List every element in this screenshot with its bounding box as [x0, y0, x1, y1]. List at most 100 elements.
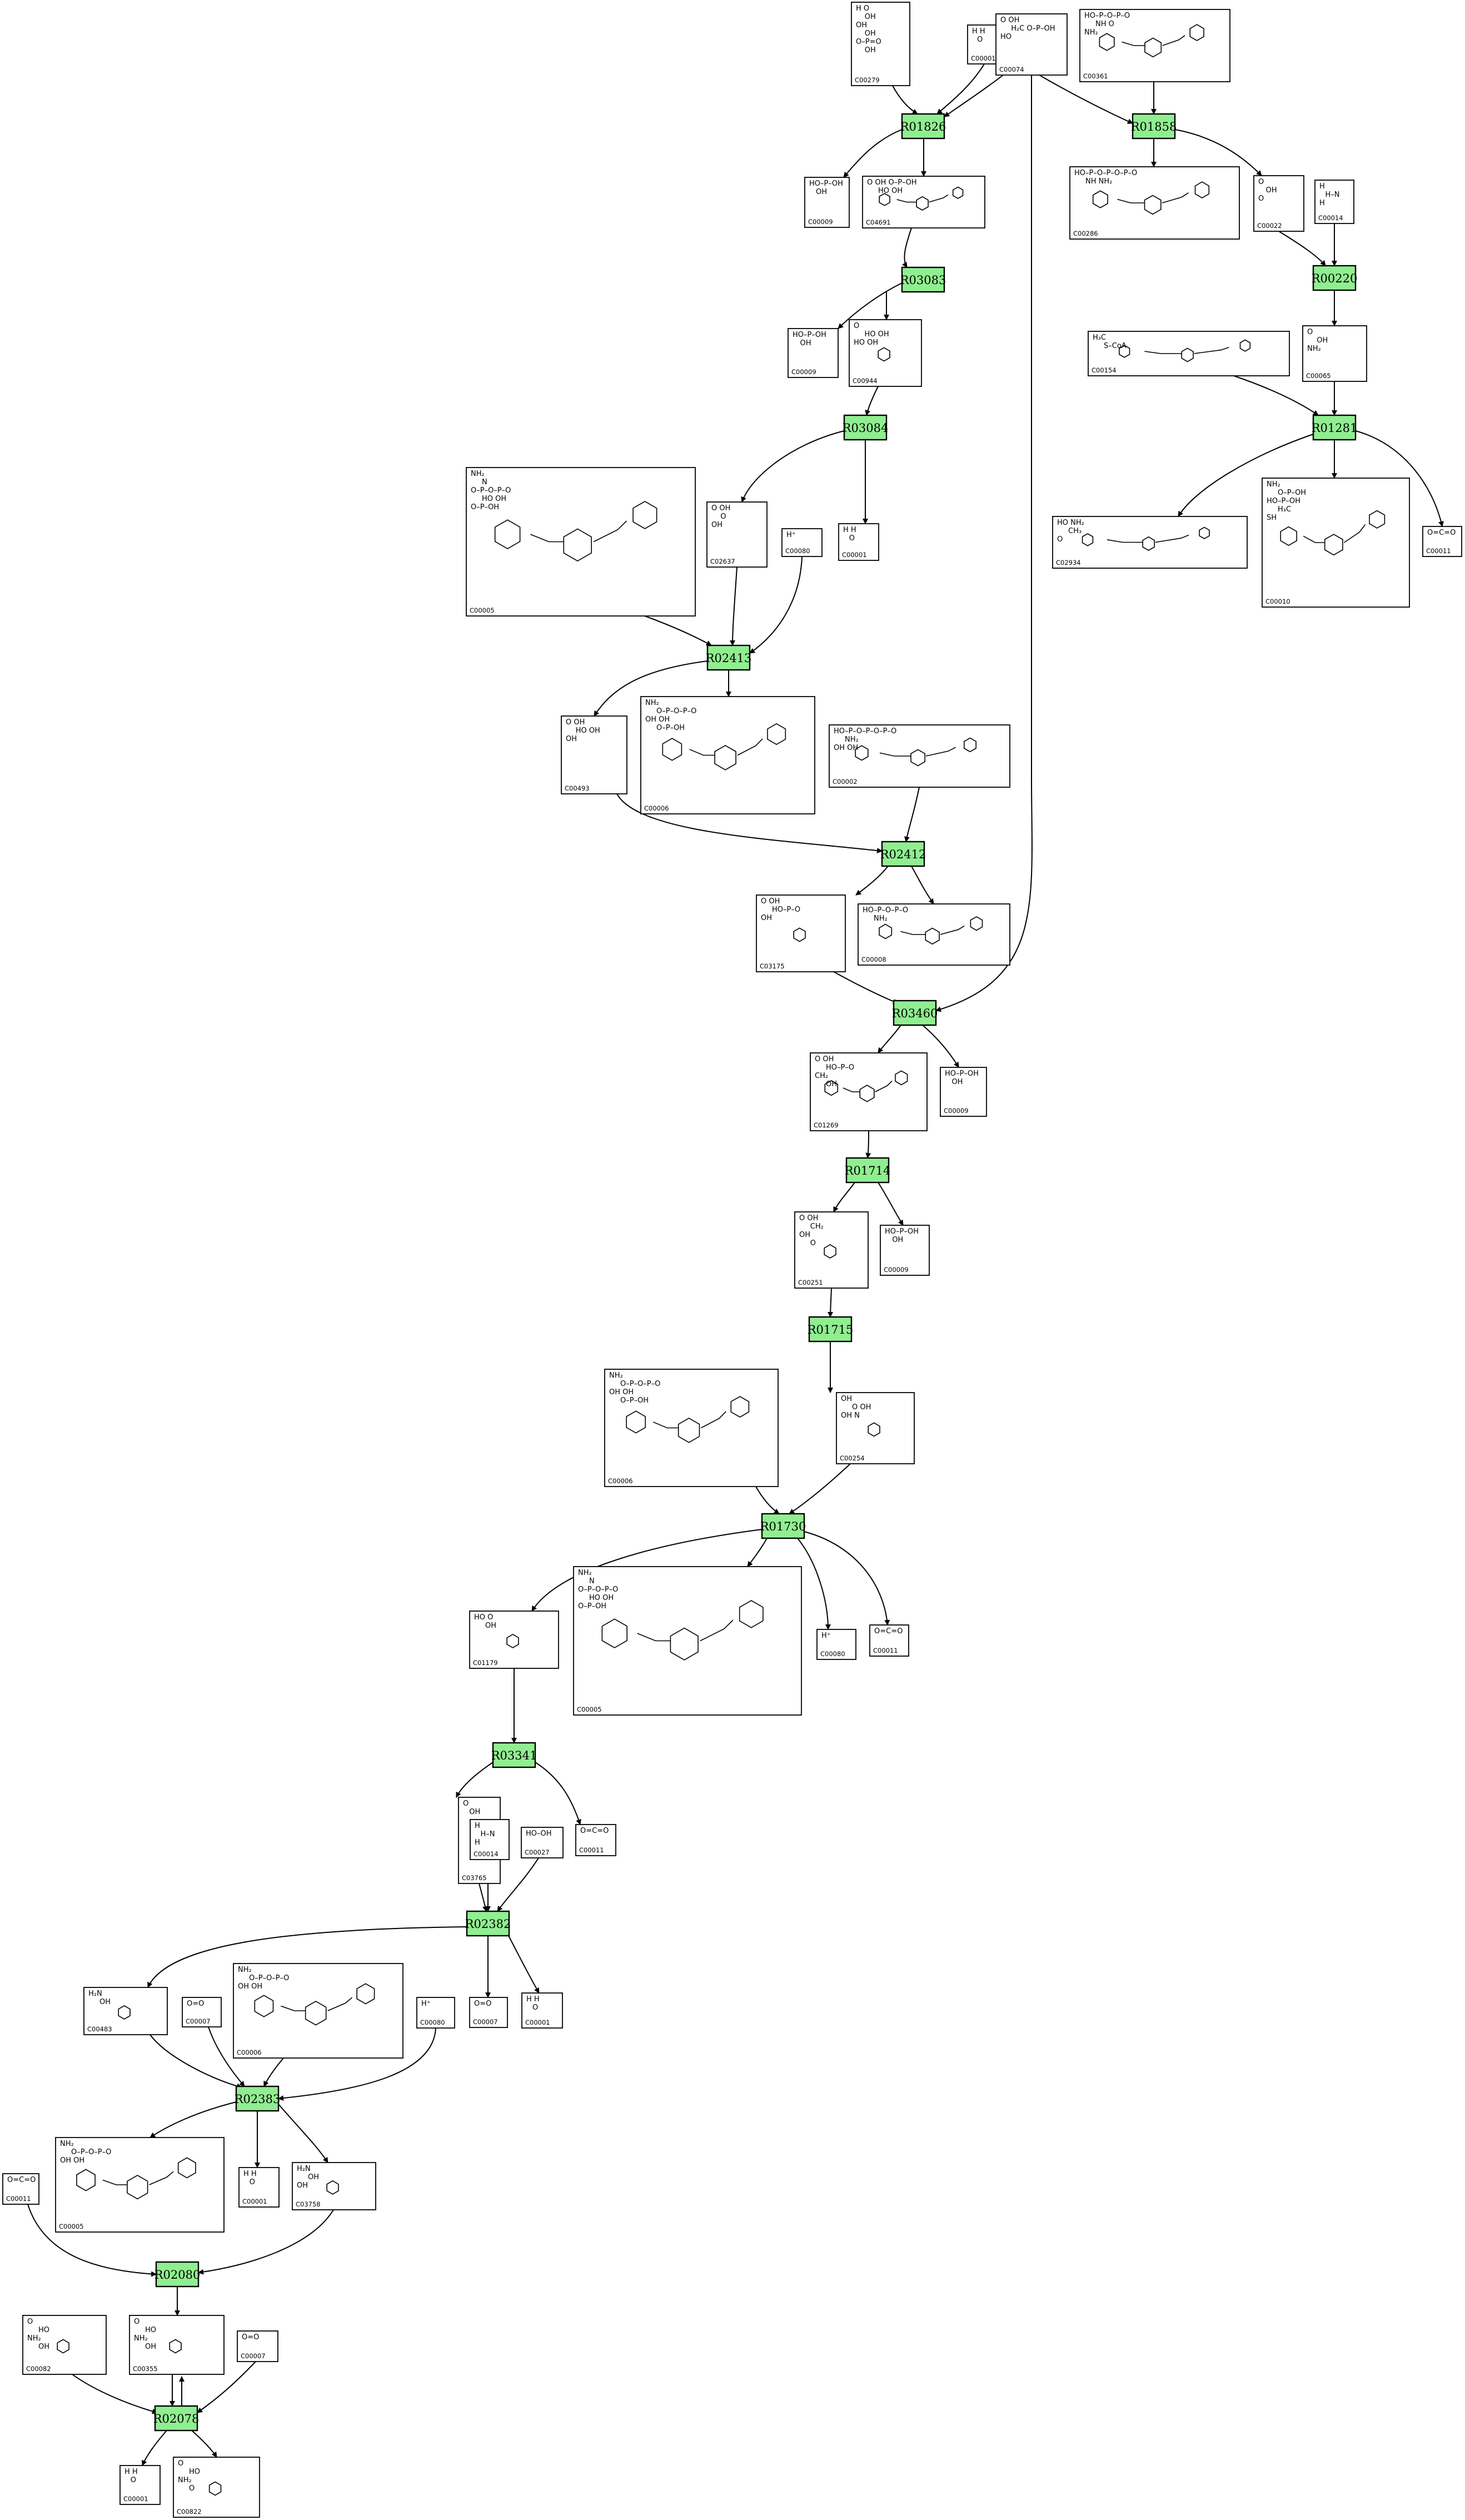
structure-label: O–P–O–P–O [578, 1585, 618, 1594]
structure-label: H₂N [88, 1990, 102, 1998]
reaction-r01730[interactable]: R01730 [760, 1513, 806, 1539]
reaction-label: R02413 [706, 652, 752, 665]
compound-c00080[interactable]: H⁺C00080 [781, 528, 823, 557]
structure-label: HO [1000, 33, 1011, 41]
structure-label: OH [841, 1395, 852, 1403]
structure-label: H–N [1326, 191, 1340, 199]
reaction-r02383[interactable]: R02383 [235, 2085, 281, 2112]
structure-label: OH N [841, 1411, 860, 1420]
structure-label: HO–P–OH [793, 331, 826, 339]
compound-id-label: C00074 [999, 66, 1024, 73]
reaction-r02078[interactable]: R02078 [153, 2405, 200, 2432]
compound-id-label: C00005 [577, 1706, 602, 1713]
reaction-r02412[interactable]: R02412 [880, 841, 926, 867]
edge-c30-to-R01730 [789, 1463, 851, 1514]
compound-id-label: C00002 [833, 778, 858, 786]
reaction-label: R01858 [1131, 120, 1177, 133]
structure-label: OH OH [238, 1982, 262, 1991]
structure-label: HO OH [589, 1594, 614, 1602]
edge-R01730-to-c34 [804, 1531, 890, 1626]
edge-c22-to-R02412 [904, 787, 920, 842]
reaction-r03084[interactable]: R03084 [843, 414, 889, 441]
reaction-r00220[interactable]: R00220 [1312, 265, 1358, 291]
edge-R02078-to-c52 [142, 2430, 167, 2466]
structure-label: H H [526, 1995, 540, 2004]
edge-R01714-to-c28 [878, 1182, 904, 1226]
edge-c37-to-R02382 [497, 1857, 539, 1912]
reaction-r01281[interactable]: R01281 [1312, 414, 1358, 441]
edge-R01714-to-c27 [833, 1182, 855, 1212]
reaction-r01858[interactable]: R01858 [1131, 113, 1177, 140]
reaction-r01714[interactable]: R01714 [845, 1157, 891, 1184]
reaction-r01826[interactable]: R01826 [900, 113, 946, 140]
reaction-r02080[interactable]: R02080 [155, 2261, 201, 2288]
compound-id-label: C00279 [855, 76, 880, 84]
reaction-r02382[interactable]: R02382 [465, 1910, 511, 1937]
reaction-r02413[interactable]: R02413 [706, 644, 752, 671]
structure-drawing [57, 2339, 69, 2354]
structure-label: OH [297, 2181, 308, 2190]
edge-R03084-to-c14 [741, 430, 845, 503]
reaction-r01715[interactable]: R01715 [808, 1316, 854, 1343]
reaction-r03083[interactable]: R03083 [900, 266, 946, 293]
structure-label: NH₂ [471, 470, 485, 478]
compound-c00080[interactable]: H⁺C00080 [416, 1997, 455, 2029]
compound-id-label: C00080 [785, 547, 810, 555]
compound-c00080[interactable]: H⁺C00080 [816, 1629, 856, 1660]
reaction-r03460[interactable]: R03460 [892, 1000, 938, 1026]
reaction-r03341[interactable]: R03341 [491, 1742, 537, 1768]
structure-label: HO–P–OH [885, 1227, 919, 1236]
structure-label: O [27, 2318, 33, 2326]
